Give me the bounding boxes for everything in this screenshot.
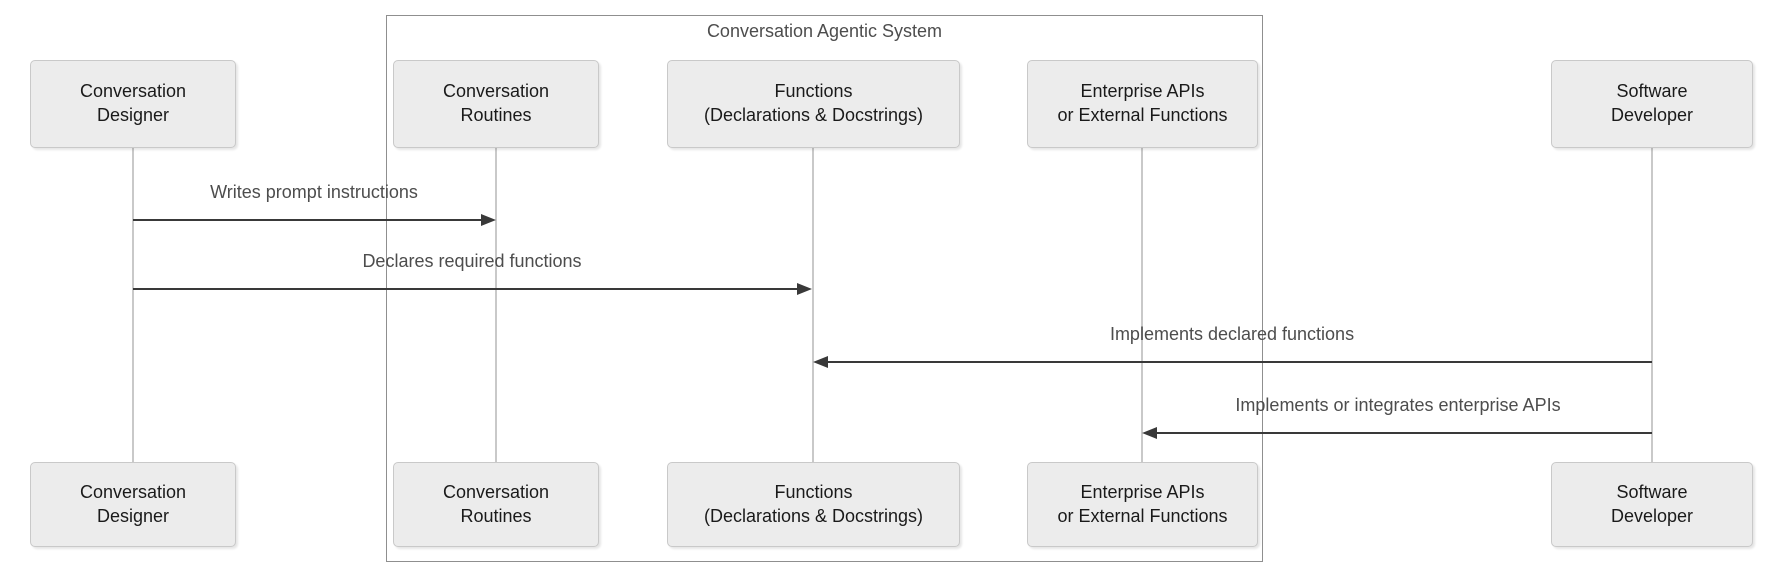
message-arrow-line — [1155, 432, 1652, 434]
lifeline-conversation-routines — [495, 148, 497, 462]
participant-top-functions: Functions (Declarations & Docstrings) — [667, 60, 960, 148]
message-label-implements-declared-functions: Implements declared functions — [1109, 324, 1355, 344]
participant-label-line: (Declarations & Docstrings) — [703, 505, 924, 526]
participant-label-line: Routines — [460, 105, 532, 125]
participant-label-line: or External Functions — [1057, 105, 1228, 125]
lifeline-enterprise-apis — [1141, 148, 1143, 462]
arrowhead-right-icon — [797, 283, 812, 295]
arrowhead-right-icon — [481, 214, 496, 226]
message-arrow-line — [133, 288, 798, 290]
message-label-writes-prompt-instructions: Writes prompt instructions — [210, 182, 418, 202]
participant-label-line: Developer — [1610, 105, 1694, 125]
arrowhead-left-icon — [1142, 427, 1157, 439]
participant-label-line: Routines — [460, 505, 532, 526]
participant-label-line: Software — [1616, 81, 1688, 102]
participant-top-conversation-routines: Conversation Routines — [393, 60, 599, 148]
participant-label-line: Enterprise APIs — [1080, 81, 1205, 102]
participant-bottom-enterprise-apis: Enterprise APIs or External Functions — [1027, 462, 1258, 547]
system-boundary-title: Conversation Agentic System — [706, 21, 943, 41]
participant-top-enterprise-apis: Enterprise APIs or External Functions — [1027, 60, 1258, 148]
participant-label-line: Functions — [774, 481, 853, 502]
participant-label-line: Conversation — [79, 81, 187, 102]
participant-label-line: Developer — [1610, 505, 1694, 526]
participant-bottom-functions: Functions (Declarations & Docstrings) — [667, 462, 960, 547]
participant-label-line: Enterprise APIs — [1080, 481, 1205, 502]
message-arrow-line — [133, 219, 482, 221]
participant-label-line: or External Functions — [1057, 505, 1228, 526]
participant-label-line: (Declarations & Docstrings) — [703, 105, 924, 125]
message-label-declares-required-functions: Declares required functions — [362, 251, 582, 271]
participant-top-conversation-designer: Conversation Designer — [30, 60, 236, 148]
lifeline-functions — [812, 148, 814, 462]
participant-label-line: Designer — [96, 505, 170, 526]
lifeline-software-developer — [1651, 148, 1653, 462]
participant-label-line: Conversation — [79, 481, 187, 502]
participant-label-line: Conversation — [442, 481, 550, 502]
lifeline-conversation-designer — [132, 148, 134, 462]
message-arrow-line — [826, 361, 1652, 363]
arrowhead-left-icon — [813, 356, 828, 368]
participant-top-software-developer: Software Developer — [1551, 60, 1753, 148]
participant-bottom-conversation-routines: Conversation Routines — [393, 462, 599, 547]
participant-label-line: Designer — [96, 105, 170, 125]
participant-bottom-software-developer: Software Developer — [1551, 462, 1753, 547]
message-label-implements-or-integrates-enterprise-apis: Implements or integrates enterprise APIs — [1235, 395, 1561, 415]
participant-bottom-conversation-designer: Conversation Designer — [30, 462, 236, 547]
participant-label-line: Software — [1616, 481, 1688, 502]
participant-label-line: Conversation — [442, 81, 550, 102]
participant-label-line: Functions — [774, 81, 853, 102]
